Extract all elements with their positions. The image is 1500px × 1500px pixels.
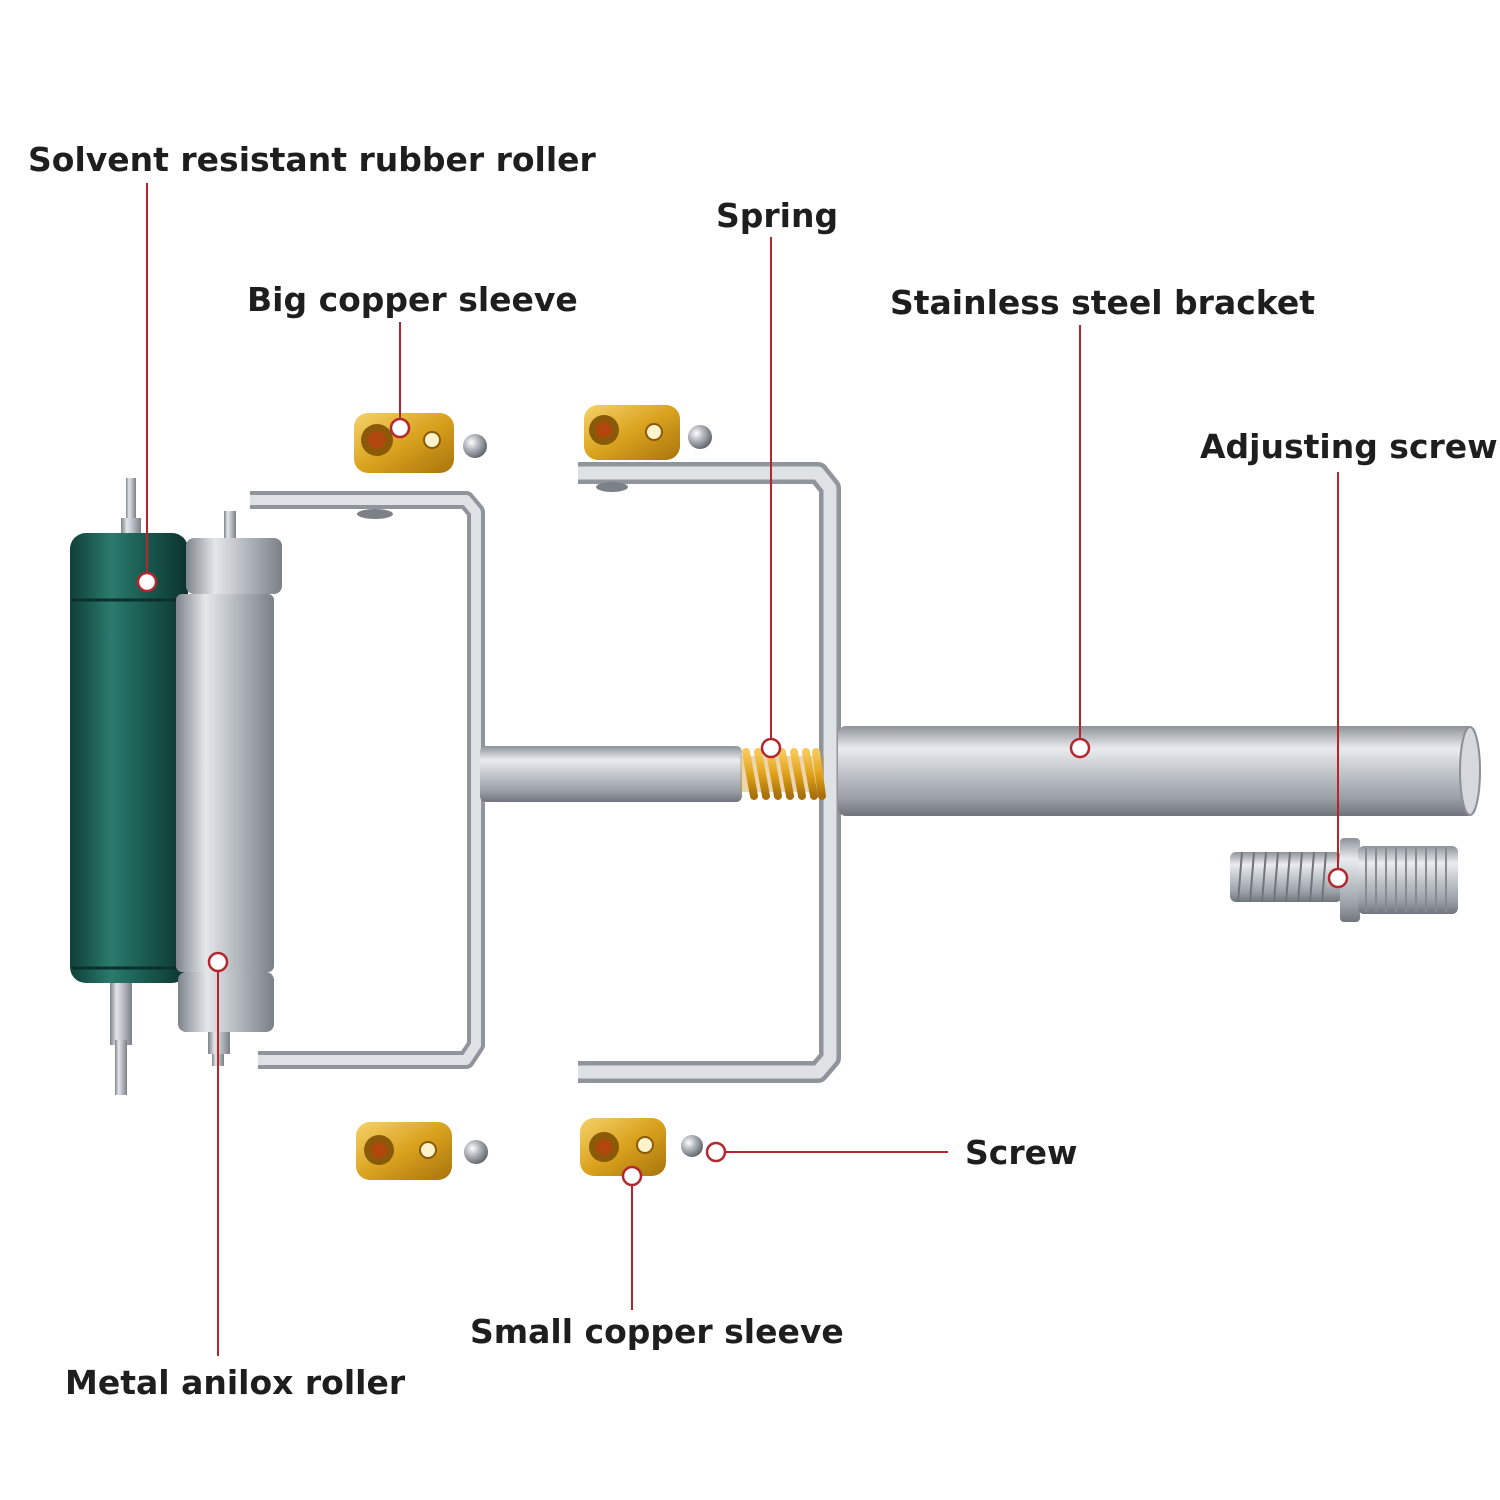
rubber-roller <box>70 478 188 1095</box>
label-big-copper-sleeve: Big copper sleeve <box>247 280 578 319</box>
rubber-roller-bottom-shaft <box>115 1040 127 1095</box>
marker-screw <box>705 1141 727 1163</box>
marker-adjusting-screw <box>1327 867 1349 889</box>
anilox-bottom-cap <box>178 972 274 1032</box>
adjusting-screw <box>1230 838 1458 922</box>
ball-top-left <box>463 434 487 458</box>
marker-dots <box>136 417 1349 1187</box>
connecting-rod <box>480 746 742 802</box>
left-bracket-slot <box>357 509 393 519</box>
small-copper-sleeve-left <box>356 1122 452 1180</box>
marker-big-copper-sleeve <box>389 417 411 439</box>
label-adjusting-screw: Adjusting screw <box>1200 427 1498 466</box>
marker-small-copper-sleeve <box>621 1165 643 1187</box>
big-copper-sleeve-right <box>584 405 680 460</box>
rubber-roller-bottom-collar <box>110 983 132 1045</box>
label-small-copper-sleeve: Small copper sleeve <box>470 1312 844 1351</box>
ball-bottom-left <box>464 1140 488 1164</box>
anilox-body <box>176 594 274 972</box>
big-copper-sleeve-left <box>354 413 454 473</box>
label-rubber-roller: Solvent resistant rubber roller <box>28 140 596 179</box>
label-spring: Spring <box>716 196 839 235</box>
marker-anilox-roller <box>207 951 229 973</box>
anilox-roller <box>176 511 282 1066</box>
anilox-top-cap <box>186 538 282 594</box>
stainless-rod <box>838 726 1481 816</box>
ball-bottom-right <box>681 1135 703 1157</box>
small-copper-sleeve-right <box>580 1118 666 1176</box>
marker-spring <box>760 737 782 759</box>
marker-rubber-roller <box>136 571 158 593</box>
label-screw: Screw <box>965 1133 1078 1172</box>
adjusting-screw-collar <box>1340 838 1360 922</box>
spring <box>740 748 826 800</box>
marker-stainless-bracket <box>1069 737 1091 759</box>
anilox-top-shaft <box>224 511 236 541</box>
ball-top-right <box>688 425 712 449</box>
right-bracket <box>578 462 841 1083</box>
adjusting-screw-knurled-head <box>1358 846 1458 914</box>
left-bracket <box>250 491 485 1069</box>
rubber-roller-body <box>70 533 188 983</box>
right-bracket-slot <box>596 482 628 492</box>
leader-lines <box>146 183 1339 1356</box>
label-anilox-roller: Metal anilox roller <box>65 1363 406 1402</box>
label-stainless-bracket: Stainless steel bracket <box>890 283 1316 322</box>
rubber-roller-top-shaft <box>126 478 136 538</box>
